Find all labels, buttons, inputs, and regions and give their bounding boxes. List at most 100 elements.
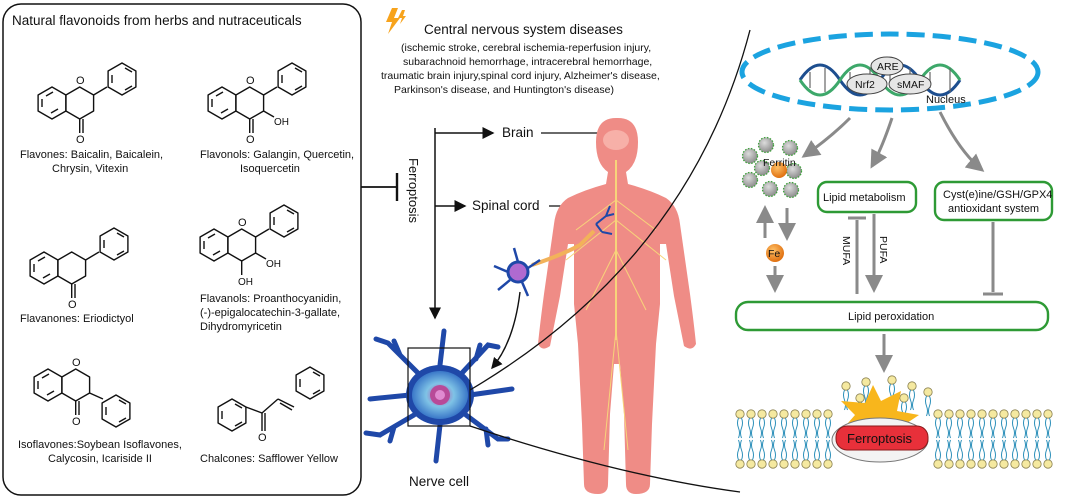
mechanism-section: ARE Nrf2 sMAF Nucleus Ferritin Fe [734, 31, 1054, 469]
lipid-molecule [944, 439, 954, 469]
lipid-molecule [933, 409, 943, 439]
lipid-molecule [757, 439, 767, 469]
lipid-molecule [823, 439, 833, 469]
cns-title: Central nervous system diseases [424, 22, 623, 37]
lipid-molecule [801, 409, 811, 439]
oxygen-atom-label: O [238, 217, 247, 229]
smaf-protein [888, 73, 932, 95]
smaf-label: sMAF [897, 79, 924, 91]
hydroxyl-label: OH [238, 277, 253, 288]
compound-flavonols-line2: Isoquercetin [240, 163, 300, 175]
lipid-molecule [779, 409, 789, 439]
oxygen-atom-label: O [76, 134, 85, 146]
antioxidant-label-line1: Cyst(e)ine/GSH/GPX4 [943, 189, 1052, 201]
lipid-molecule [757, 409, 767, 439]
flavanol-structure: O OH OH [199, 204, 299, 288]
lipid-molecule [933, 439, 943, 469]
small-neuron-icon [493, 247, 541, 297]
spinal-cord-label: Spinal cord [472, 198, 540, 213]
lipid-molecule [1010, 409, 1020, 439]
oxidized-lipid-molecule [923, 387, 933, 417]
lipid-molecule [977, 439, 987, 469]
fe-ion-icon [766, 244, 784, 262]
arrow-nucleus-lipid-metabolism [870, 117, 894, 169]
lipid-molecule [988, 439, 998, 469]
compound-flavones-line1: Flavones: Baicalin, Baicalein, [20, 149, 163, 161]
chalcone-structure: O [217, 366, 325, 444]
ferroptosis-badge-label: Ferroptosis [847, 431, 913, 446]
oxidized-lipid-molecule [907, 381, 917, 411]
antioxidant-label-line2: antioxidant system [948, 203, 1039, 215]
lipid-molecule [812, 439, 822, 469]
lipid-molecule [988, 409, 998, 439]
cns-disease-line3: traumatic brain injury,spinal cord injur… [381, 70, 660, 82]
arrow-nucleus-antioxidant [938, 111, 985, 172]
lightning-icon [386, 8, 406, 34]
nrf2-label: Nrf2 [855, 79, 875, 91]
compound-flavanols-line3: Dihydromyricetin [200, 321, 282, 333]
oxygen-atom-label: O [246, 134, 255, 146]
isoflavone-structure: O O [33, 357, 131, 428]
compound-flavones-line2: Chrysin, Vitexin [52, 163, 128, 175]
flavonoid-panel: Natural flavonoids from herbs and nutrac… [2, 3, 362, 496]
lipid-molecule [1010, 439, 1020, 469]
arrow-nucleus-ferritin [801, 116, 852, 158]
lipid-molecule [746, 409, 756, 439]
lipid-molecule [977, 409, 987, 439]
lipid-molecule [955, 409, 965, 439]
lipid-metabolism-label: Lipid metabolism [823, 192, 906, 204]
hydroxyl-label: OH [274, 117, 289, 128]
lipid-molecule [790, 409, 800, 439]
fe-label: Fe [768, 248, 780, 260]
compound-isoflavones-line2: Calycosin, Icariside II [48, 453, 152, 465]
flavone-structure: O O [37, 62, 137, 146]
flavanone-structure: O [29, 227, 129, 311]
lipid-molecule [944, 409, 954, 439]
oxygen-atom-label: O [258, 432, 267, 444]
cns-disease-line1: (ischemic stroke, cerebral ischemia-repe… [401, 42, 651, 54]
human-body-illustration [538, 118, 696, 494]
compound-isoflavones-line1: Isoflavones:Soybean Isoflavones, [18, 439, 182, 451]
brain-label: Brain [502, 125, 534, 140]
ferritin-cluster-icon [741, 136, 803, 199]
arrow-to-nerve-cell [491, 291, 521, 370]
compound-flavonols-line1: Flavonols: Galangin, Quercetin, [200, 149, 354, 161]
lipid-molecule [735, 439, 745, 469]
lipid-peroxidation-box [734, 300, 1050, 332]
nerve-cell-illustration [363, 328, 515, 464]
lipid-metabolism-box [816, 180, 918, 214]
ferroptosis-axis-label: Ferroptosis [406, 158, 421, 224]
flavonol-structure: O O OH [207, 62, 307, 146]
flavonoid-panel-border [2, 3, 362, 496]
nrf2-protein [846, 73, 888, 95]
lipid-molecule [1032, 439, 1042, 469]
lipid-molecule [790, 439, 800, 469]
lipid-molecule [955, 439, 965, 469]
lipid-molecule [966, 409, 976, 439]
ferritin-label: Ferritin [763, 157, 796, 169]
compound-flavanols-line2: (-)-epigalocatechin-3-gallate, [200, 307, 340, 319]
oxygen-atom-label: O [68, 299, 77, 311]
hydroxyl-label: OH [266, 259, 281, 270]
lipid-molecule [801, 439, 811, 469]
pufa-label: PUFA [877, 236, 889, 263]
cns-disease-line2: subarachnoid hemorrhage, intracerebral h… [403, 56, 652, 68]
nerve-fiber [531, 229, 596, 267]
compound-flavanols-line1: Flavanols: Proanthocyanidin, [200, 293, 341, 305]
lipid-molecule [768, 409, 778, 439]
oxygen-atom-label: O [72, 357, 81, 369]
compound-flavanones: Flavanones: Eriodictyol [20, 313, 134, 325]
zoom-curve-lower [469, 425, 741, 493]
lipid-molecule [1043, 439, 1053, 469]
zoom-curve-upper [469, 29, 751, 391]
lipid-molecule [966, 439, 976, 469]
lipid-molecule [768, 439, 778, 469]
oxygen-atom-label: O [72, 416, 81, 428]
oxygen-atom-label: O [76, 75, 85, 87]
lipid-molecule [999, 439, 1009, 469]
ferroptosis-burst-icon [831, 385, 929, 463]
lipid-molecule [779, 439, 789, 469]
cns-section: Central nervous system diseases (ischemi… [361, 8, 751, 494]
lipid-molecule [1021, 439, 1031, 469]
